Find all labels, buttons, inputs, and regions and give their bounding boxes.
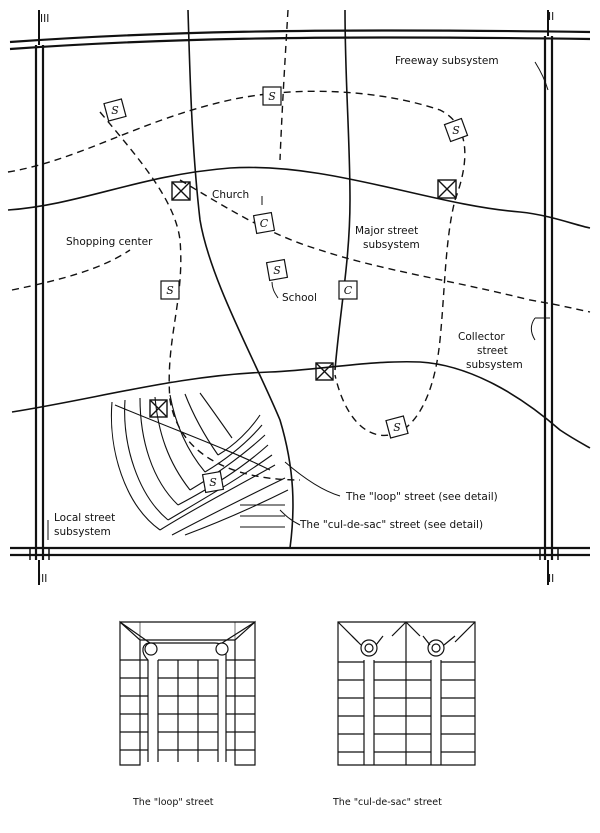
school-letter: S xyxy=(452,124,460,137)
leader-lines xyxy=(47,61,550,540)
culdesac-street-detail xyxy=(337,621,476,766)
church-letter: C xyxy=(344,284,353,297)
school-letter: S xyxy=(273,264,281,277)
collector-label-line1: Collector xyxy=(458,331,505,343)
facility-marks xyxy=(103,86,469,494)
school-label: School xyxy=(282,292,317,304)
freeway-subsystem xyxy=(9,10,591,585)
roman-marker-top-right: II xyxy=(548,11,554,23)
major-street-subsystem xyxy=(7,9,591,549)
local-street-subsystem xyxy=(110,392,289,536)
loop-street-caption: The "loop" street xyxy=(132,797,214,808)
local-street-label-line2: subsystem xyxy=(54,526,111,538)
loop-street-detail xyxy=(119,620,256,766)
roman-marker-bottom-right: II xyxy=(548,573,554,585)
loop-street-note: The "loop" street (see detail) xyxy=(345,491,498,503)
church-mark xyxy=(338,280,358,300)
school-mark xyxy=(265,258,289,282)
culdesac-street-note: The "cul-de-sac" street (see detail) xyxy=(299,519,483,531)
facility-letters: S S S C S C S S S xyxy=(111,90,460,489)
collector-label-line3: subsystem xyxy=(466,359,523,371)
intersection-markers xyxy=(149,179,457,418)
major-street-label-line2: subsystem xyxy=(363,239,420,251)
major-street-label-line1: Major street xyxy=(355,225,418,237)
school-mark xyxy=(443,117,469,143)
school-letter: S xyxy=(209,476,217,489)
church-mark xyxy=(252,211,276,235)
roman-marker-bottom-left: III xyxy=(38,573,47,585)
school-letter: S xyxy=(166,284,174,297)
school-mark xyxy=(160,280,180,300)
collector-label-line2: street xyxy=(477,345,508,357)
church-letter: C xyxy=(260,217,269,230)
culdesac-street-caption: The "cul-de-sac" street xyxy=(332,797,442,808)
school-letter: S xyxy=(268,90,276,103)
school-mark xyxy=(103,98,127,122)
school-mark xyxy=(262,86,282,106)
school-mark xyxy=(385,415,409,439)
freeway-label: Freeway subsystem xyxy=(395,55,499,67)
church-label: Church xyxy=(212,189,249,201)
shopping-center-label: Shopping center xyxy=(66,236,153,248)
local-street-label-line1: Local street xyxy=(54,512,115,524)
school-mark xyxy=(201,470,225,494)
school-letter: S xyxy=(393,421,401,434)
school-letter: S xyxy=(111,104,119,117)
labels: Freeway subsystem Church Shopping center… xyxy=(38,11,554,585)
roman-marker-top-left: III xyxy=(40,13,49,25)
